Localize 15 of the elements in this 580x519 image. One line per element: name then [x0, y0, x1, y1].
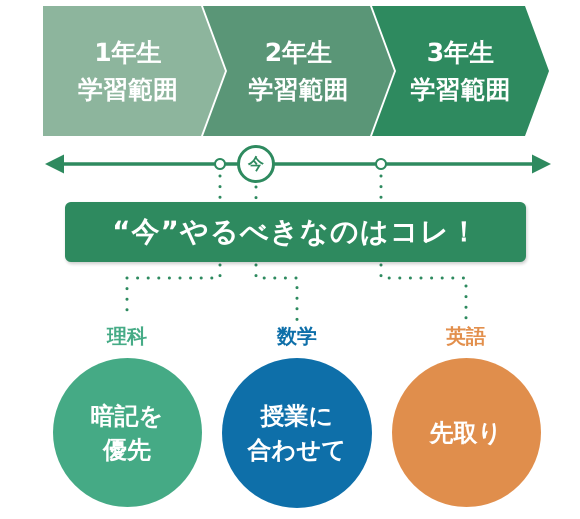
- subject-label: 数学: [277, 324, 317, 348]
- timeline-marker: [375, 158, 387, 170]
- subject-circle: 先取り: [392, 358, 540, 507]
- timeline-marker: [214, 158, 226, 170]
- step-panel: 3年生学習範囲: [372, 6, 549, 136]
- subject-circle: 暗記を優先: [52, 358, 202, 507]
- step-panel: 1年生学習範囲: [43, 6, 225, 136]
- banner: “今”やるべきなのはコレ！: [65, 202, 526, 262]
- dotted-line: [380, 264, 468, 322]
- subject-label: 英語: [446, 324, 486, 348]
- dotted-line: [254, 264, 298, 322]
- step-panel: 2年生学習範囲: [203, 6, 394, 136]
- now-circle: 今: [237, 145, 275, 183]
- subject-circle: 授業に合わせて: [222, 358, 372, 508]
- subject-label: 理科: [107, 324, 147, 348]
